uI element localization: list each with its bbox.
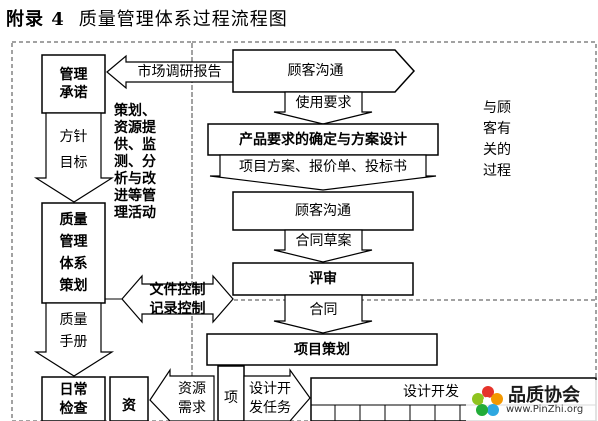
project-planning-label: 项目策划 — [294, 341, 350, 358]
design-task-arrow — [243, 368, 311, 421]
commitment-line-1: 管理 — [59, 67, 88, 83]
review-label: 评审 — [309, 271, 337, 287]
product-req-label: 产品要求的确定与方案设计 — [239, 131, 407, 148]
usage-req-arrow — [273, 91, 373, 125]
contract-label: 合同 — [309, 302, 338, 318]
resource-need-line-1: 资源 — [178, 381, 206, 397]
customer-comm-1-box — [232, 49, 416, 93]
pinzhi-logo — [466, 380, 598, 421]
doc-control-arrow — [121, 274, 234, 324]
commitment-line-2: 承诺 — [59, 85, 88, 101]
design-dev-sub-columns — [334, 405, 461, 421]
contract-draft-label: 合同草案 — [295, 233, 352, 249]
customer-related-line-3: 关的 — [483, 142, 511, 158]
manual-label: 质量 手册 — [46, 308, 101, 354]
project-planning-box — [206, 333, 438, 366]
planning-line-1: 质量 — [59, 212, 88, 228]
flower-icon — [472, 386, 503, 416]
activities-line-7: 理活动 — [114, 205, 156, 221]
design-task-label: 设计开 发任务 — [244, 378, 296, 420]
policy-line-2: 目标 — [59, 155, 88, 171]
activities-line-6: 进等管 — [114, 188, 156, 204]
outputs-label: 项目方案、报价单、投标书 — [239, 159, 407, 175]
document-control-text: 文件控制 — [149, 282, 206, 298]
customer-related-line-2: 客有 — [483, 121, 511, 137]
activities-line-3: 供、监 — [114, 137, 156, 153]
page-title: 附录 4 质量管理体系过程流程图 — [6, 5, 288, 31]
planning-line-4: 策划 — [59, 278, 88, 294]
qms-planning-label: 质量 管理 体系 策划 — [42, 206, 105, 300]
activities-line-1: 策划、 — [114, 103, 156, 119]
resource-need-arrow — [149, 368, 215, 421]
activities-line-5: 析与改 — [114, 171, 156, 187]
policy-label: 方针 目标 — [46, 120, 101, 180]
resource-need-label: 资源 需求 — [170, 378, 214, 420]
manual-arrow — [33, 302, 115, 377]
contract-draft-arrow — [273, 229, 373, 263]
manual-line-2: 手册 — [59, 334, 88, 350]
customer-related-line-1: 与顾 — [483, 100, 511, 116]
daily-line-2: 检查 — [59, 401, 88, 417]
policy-line-1: 方针 — [59, 129, 88, 145]
doc-control-label: 文件控制 记录控制 — [140, 282, 215, 317]
planning-line-2: 管理 — [59, 234, 88, 250]
customer-comm-2-label: 顾客沟通 — [295, 203, 351, 219]
contract-arrow — [273, 294, 373, 334]
management-activities-label: 策划、 资源提 供、监 测、分 析与改 进等管 理活动 — [114, 103, 176, 222]
resource-short-label: 资 — [122, 398, 136, 414]
item-box — [217, 365, 245, 421]
watermark-brand: 品质协会 — [508, 385, 580, 406]
usage-req-label: 使用要求 — [295, 95, 352, 111]
qms-planning-box — [41, 202, 106, 304]
watermark-url: www.PinZhi.org — [506, 404, 584, 415]
customer-related-label: 与顾 客有 关的 过程 — [483, 98, 523, 182]
appendix-label: 附录 4 — [6, 9, 65, 30]
manual-line-1: 质量 — [59, 312, 88, 328]
customer-comm-1-label: 顾客沟通 — [287, 63, 344, 79]
activities-line-4: 测、分 — [114, 154, 156, 170]
design-task-line-2: 发任务 — [249, 400, 291, 416]
policy-arrow — [33, 112, 115, 203]
daily-check-label: 日常 检查 — [42, 380, 105, 420]
resource-box — [109, 376, 149, 421]
customer-related-line-4: 过程 — [483, 163, 511, 179]
design-task-line-1: 设计开 — [249, 381, 291, 397]
market-report-label: 市场调研报告 — [137, 64, 222, 80]
customer-comm-2-box — [232, 191, 414, 231]
management-commitment-label: 管理 承诺 — [42, 57, 105, 111]
daily-check-box — [41, 376, 106, 421]
design-dev-label: 设计开发 — [403, 384, 459, 400]
record-control-text: 记录控制 — [149, 301, 206, 317]
item-label: 项 — [224, 390, 238, 406]
daily-line-1: 日常 — [59, 382, 88, 398]
activities-line-2: 资源提 — [114, 120, 156, 136]
title-text: 质量管理体系过程流程图 — [78, 9, 288, 30]
resource-need-line-2: 需求 — [178, 400, 206, 416]
outputs-arrow — [209, 154, 437, 191]
planning-line-3: 体系 — [59, 256, 88, 272]
